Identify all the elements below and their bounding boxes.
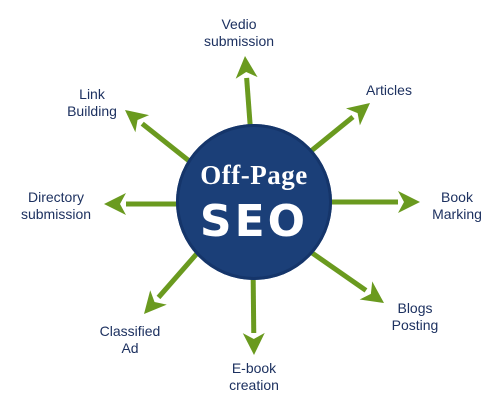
arrow-shaft [303,245,368,293]
hub-main-text: SEO [199,196,309,247]
node-directory-submission: Directory submission [8,189,104,223]
arrow-head [242,332,265,355]
node-label-line: E-book [231,360,277,376]
arrow-blogs-posting [303,245,384,303]
node-label-line: Blogs [397,300,433,316]
node-label-line: submission [203,33,275,49]
node-label-line: Book [441,189,473,205]
node-vedio-submission: Vedio submission [196,16,282,50]
arrow-head [359,281,384,303]
node-label-line: Posting [391,317,439,333]
arrow-shaft [156,248,202,300]
arrow-head [235,56,258,79]
node-label-line: Ad [121,340,139,356]
node-label-line: Directory [27,189,84,205]
node-label-line: Building [67,103,117,119]
node-label-line: Link [79,86,105,102]
arrow-head [104,193,126,215]
node-label-line: submission [20,206,92,222]
arrow-head [345,103,370,126]
node-e-book-creation: E-book creation [216,360,292,394]
node-label-line: Vedio [221,16,257,32]
node-label-line: creation [229,377,279,393]
arrow-directory-submission [104,193,186,215]
arrow-classified-ad [144,248,202,314]
node-label-line: Articles [366,82,412,98]
node-link-building: Link Building [56,86,128,120]
node-articles: Articles [356,82,422,99]
hub-title: Off-Page [200,160,308,190]
arrow-head [125,110,150,133]
seo-hub-circle: Off-Page SEO [176,124,332,280]
arrow-head [398,191,420,213]
node-classified-ad: Classified Ad [90,323,170,357]
node-label-line: Marking [432,206,482,222]
arrow-head [144,290,167,314]
node-blogs-posting: Blogs Posting [380,300,450,334]
node-label-line: Classified [99,323,161,339]
node-book-marking: Book Marking [420,189,494,223]
arrow-book-marking [320,191,420,213]
